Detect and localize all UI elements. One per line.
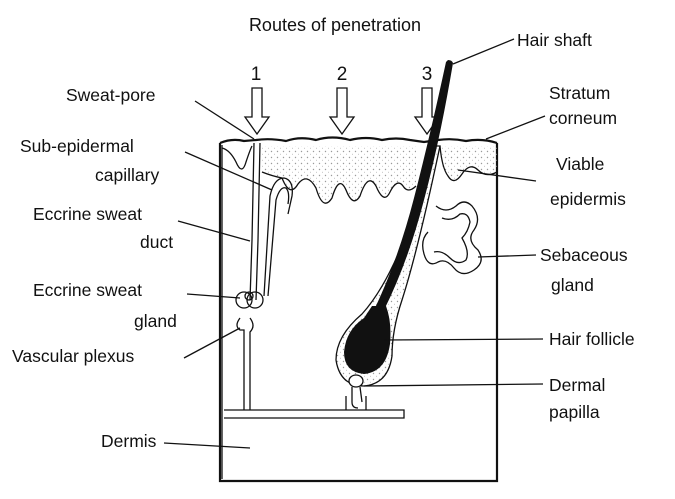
right-epidermis-region	[440, 146, 497, 181]
stratum-corneum-layer	[220, 138, 497, 144]
label-eccrine-sweat-gland-line2: gland	[134, 311, 177, 331]
route-number-3: 3	[422, 64, 433, 85]
dermal-papilla	[349, 375, 363, 408]
label-sebaceous-gland-line2: gland	[551, 275, 594, 295]
sub-epidermal-capillary	[264, 178, 292, 296]
viable-epidermis-region	[262, 146, 416, 203]
label-hair-shaft: Hair shaft	[517, 30, 592, 50]
label-eccrine-sweat-duct-line2: duct	[140, 232, 173, 252]
label-sub-epidermal-capillary-line2: capillary	[95, 165, 159, 185]
label-viable-epidermis-line2: epidermis	[550, 189, 626, 209]
route-arrow-1	[245, 88, 269, 134]
left-epidermis-edge	[222, 146, 252, 169]
label-sebaceous-gland-line1: Sebaceous	[540, 245, 628, 265]
label-sweat-pore: Sweat-pore	[66, 85, 156, 105]
route-arrow-2	[330, 88, 354, 134]
route-number-1: 1	[251, 64, 262, 85]
label-stratum-corneum-line1: Stratum	[549, 83, 610, 103]
sebaceous-gland	[423, 202, 482, 274]
label-dermal-papilla-line1: Dermal	[549, 375, 605, 395]
label-eccrine-sweat-duct-line1: Eccrine sweat	[33, 204, 142, 224]
route-number-2: 2	[337, 64, 348, 85]
label-eccrine-sweat-gland-line1: Eccrine sweat	[33, 280, 142, 300]
label-sub-epidermal-capillary-line1: Sub-epidermal	[20, 136, 134, 156]
title: Routes of penetration	[249, 15, 421, 35]
eccrine-sweat-duct	[250, 143, 260, 300]
label-dermis: Dermis	[101, 431, 157, 451]
label-stratum-corneum-line2: corneum	[549, 108, 617, 128]
label-viable-epidermis-line1: Viable	[556, 154, 604, 174]
label-dermal-papilla-line2: papilla	[549, 402, 600, 422]
label-hair-follicle: Hair follicle	[549, 329, 635, 349]
eccrine-sweat-gland	[236, 292, 263, 308]
label-vascular-plexus: Vascular plexus	[12, 346, 134, 366]
